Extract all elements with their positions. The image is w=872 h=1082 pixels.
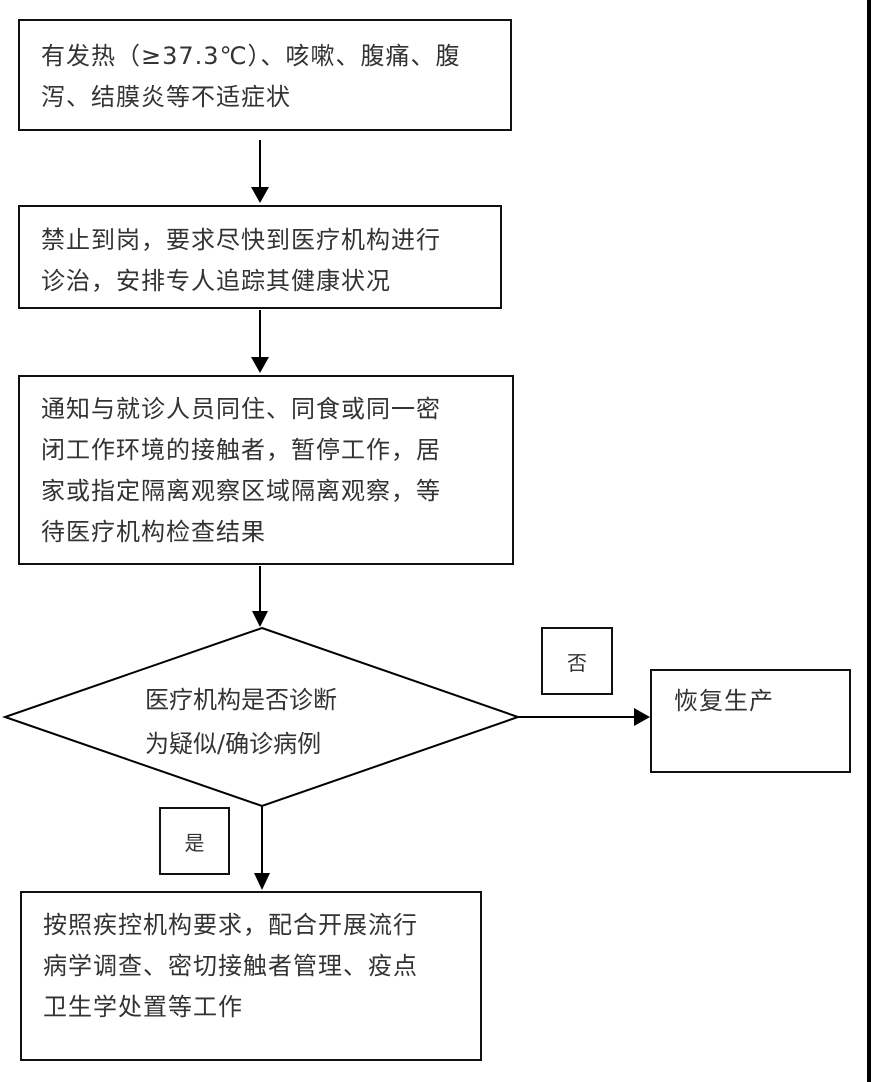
text-line: 家或指定隔离观察区域隔离观察，等 bbox=[41, 477, 441, 505]
text-line: 为疑似/确诊病例 bbox=[145, 730, 322, 758]
text-line: 病学调查、密切接触者管理、疫点 bbox=[43, 952, 418, 980]
step-symptoms-text: 有发热（≥37.3℃）、咳嗽、腹痛、腹 泻、结膜炎等不适症状 bbox=[41, 36, 501, 118]
branch-no-label: 否 bbox=[541, 627, 613, 695]
step-notify-contacts-text: 通知与就诊人员同住、同食或同一密 闭工作环境的接触者，暂停工作，居 家或指定隔离… bbox=[41, 389, 506, 553]
text-line: 通知与就诊人员同住、同食或同一密 bbox=[41, 395, 441, 423]
text-line: 禁止到岗，要求尽快到医疗机构进行 bbox=[41, 226, 441, 254]
text-line: 诊治，安排专人追踪其健康状况 bbox=[41, 267, 391, 295]
text-line: 按照疾控机构要求，配合开展流行 bbox=[43, 911, 418, 939]
text-line: 有发热（≥37.3℃）、咳嗽、腹痛、腹 bbox=[41, 42, 461, 70]
page-right-border bbox=[867, 0, 871, 1082]
branch-yes-label: 是 bbox=[159, 807, 230, 875]
step-symptoms-box: 有发热（≥37.3℃）、咳嗽、腹痛、腹 泻、结膜炎等不适症状 bbox=[18, 19, 512, 131]
text-line: 待医疗机构检查结果 bbox=[41, 518, 266, 546]
text-line: 卫生学处置等工作 bbox=[43, 993, 243, 1021]
step-notify-contacts-box: 通知与就诊人员同住、同食或同一密 闭工作环境的接触者，暂停工作，居 家或指定隔离… bbox=[18, 375, 514, 565]
step-cdc-cooperation-text: 按照疾控机构要求，配合开展流行 病学调查、密切接触者管理、疫点 卫生学处置等工作 bbox=[43, 905, 473, 1028]
decision-text: 医疗机构是否诊断 为疑似/确诊病例 bbox=[145, 678, 405, 766]
text-line: 闭工作环境的接触者，暂停工作，居 bbox=[41, 436, 441, 464]
arrow-step1-to-step2 bbox=[251, 140, 269, 203]
resume-production-box: 恢复生产 bbox=[650, 669, 851, 773]
arrow-decision-yes bbox=[254, 806, 270, 890]
text-line: 泻、结膜炎等不适症状 bbox=[41, 83, 291, 111]
arrow-step3-to-decision bbox=[252, 566, 268, 627]
arrow-step2-to-step3 bbox=[251, 310, 269, 373]
resume-production-text: 恢复生产 bbox=[674, 687, 774, 715]
arrow-decision-no bbox=[518, 708, 650, 726]
text-line: 医疗机构是否诊断 bbox=[145, 686, 337, 714]
step-cdc-cooperation-box: 按照疾控机构要求，配合开展流行 病学调查、密切接触者管理、疫点 卫生学处置等工作 bbox=[20, 891, 482, 1061]
step-stop-work-text: 禁止到岗，要求尽快到医疗机构进行 诊治，安排专人追踪其健康状况 bbox=[41, 220, 491, 302]
step-stop-work-box: 禁止到岗，要求尽快到医疗机构进行 诊治，安排专人追踪其健康状况 bbox=[18, 205, 502, 309]
